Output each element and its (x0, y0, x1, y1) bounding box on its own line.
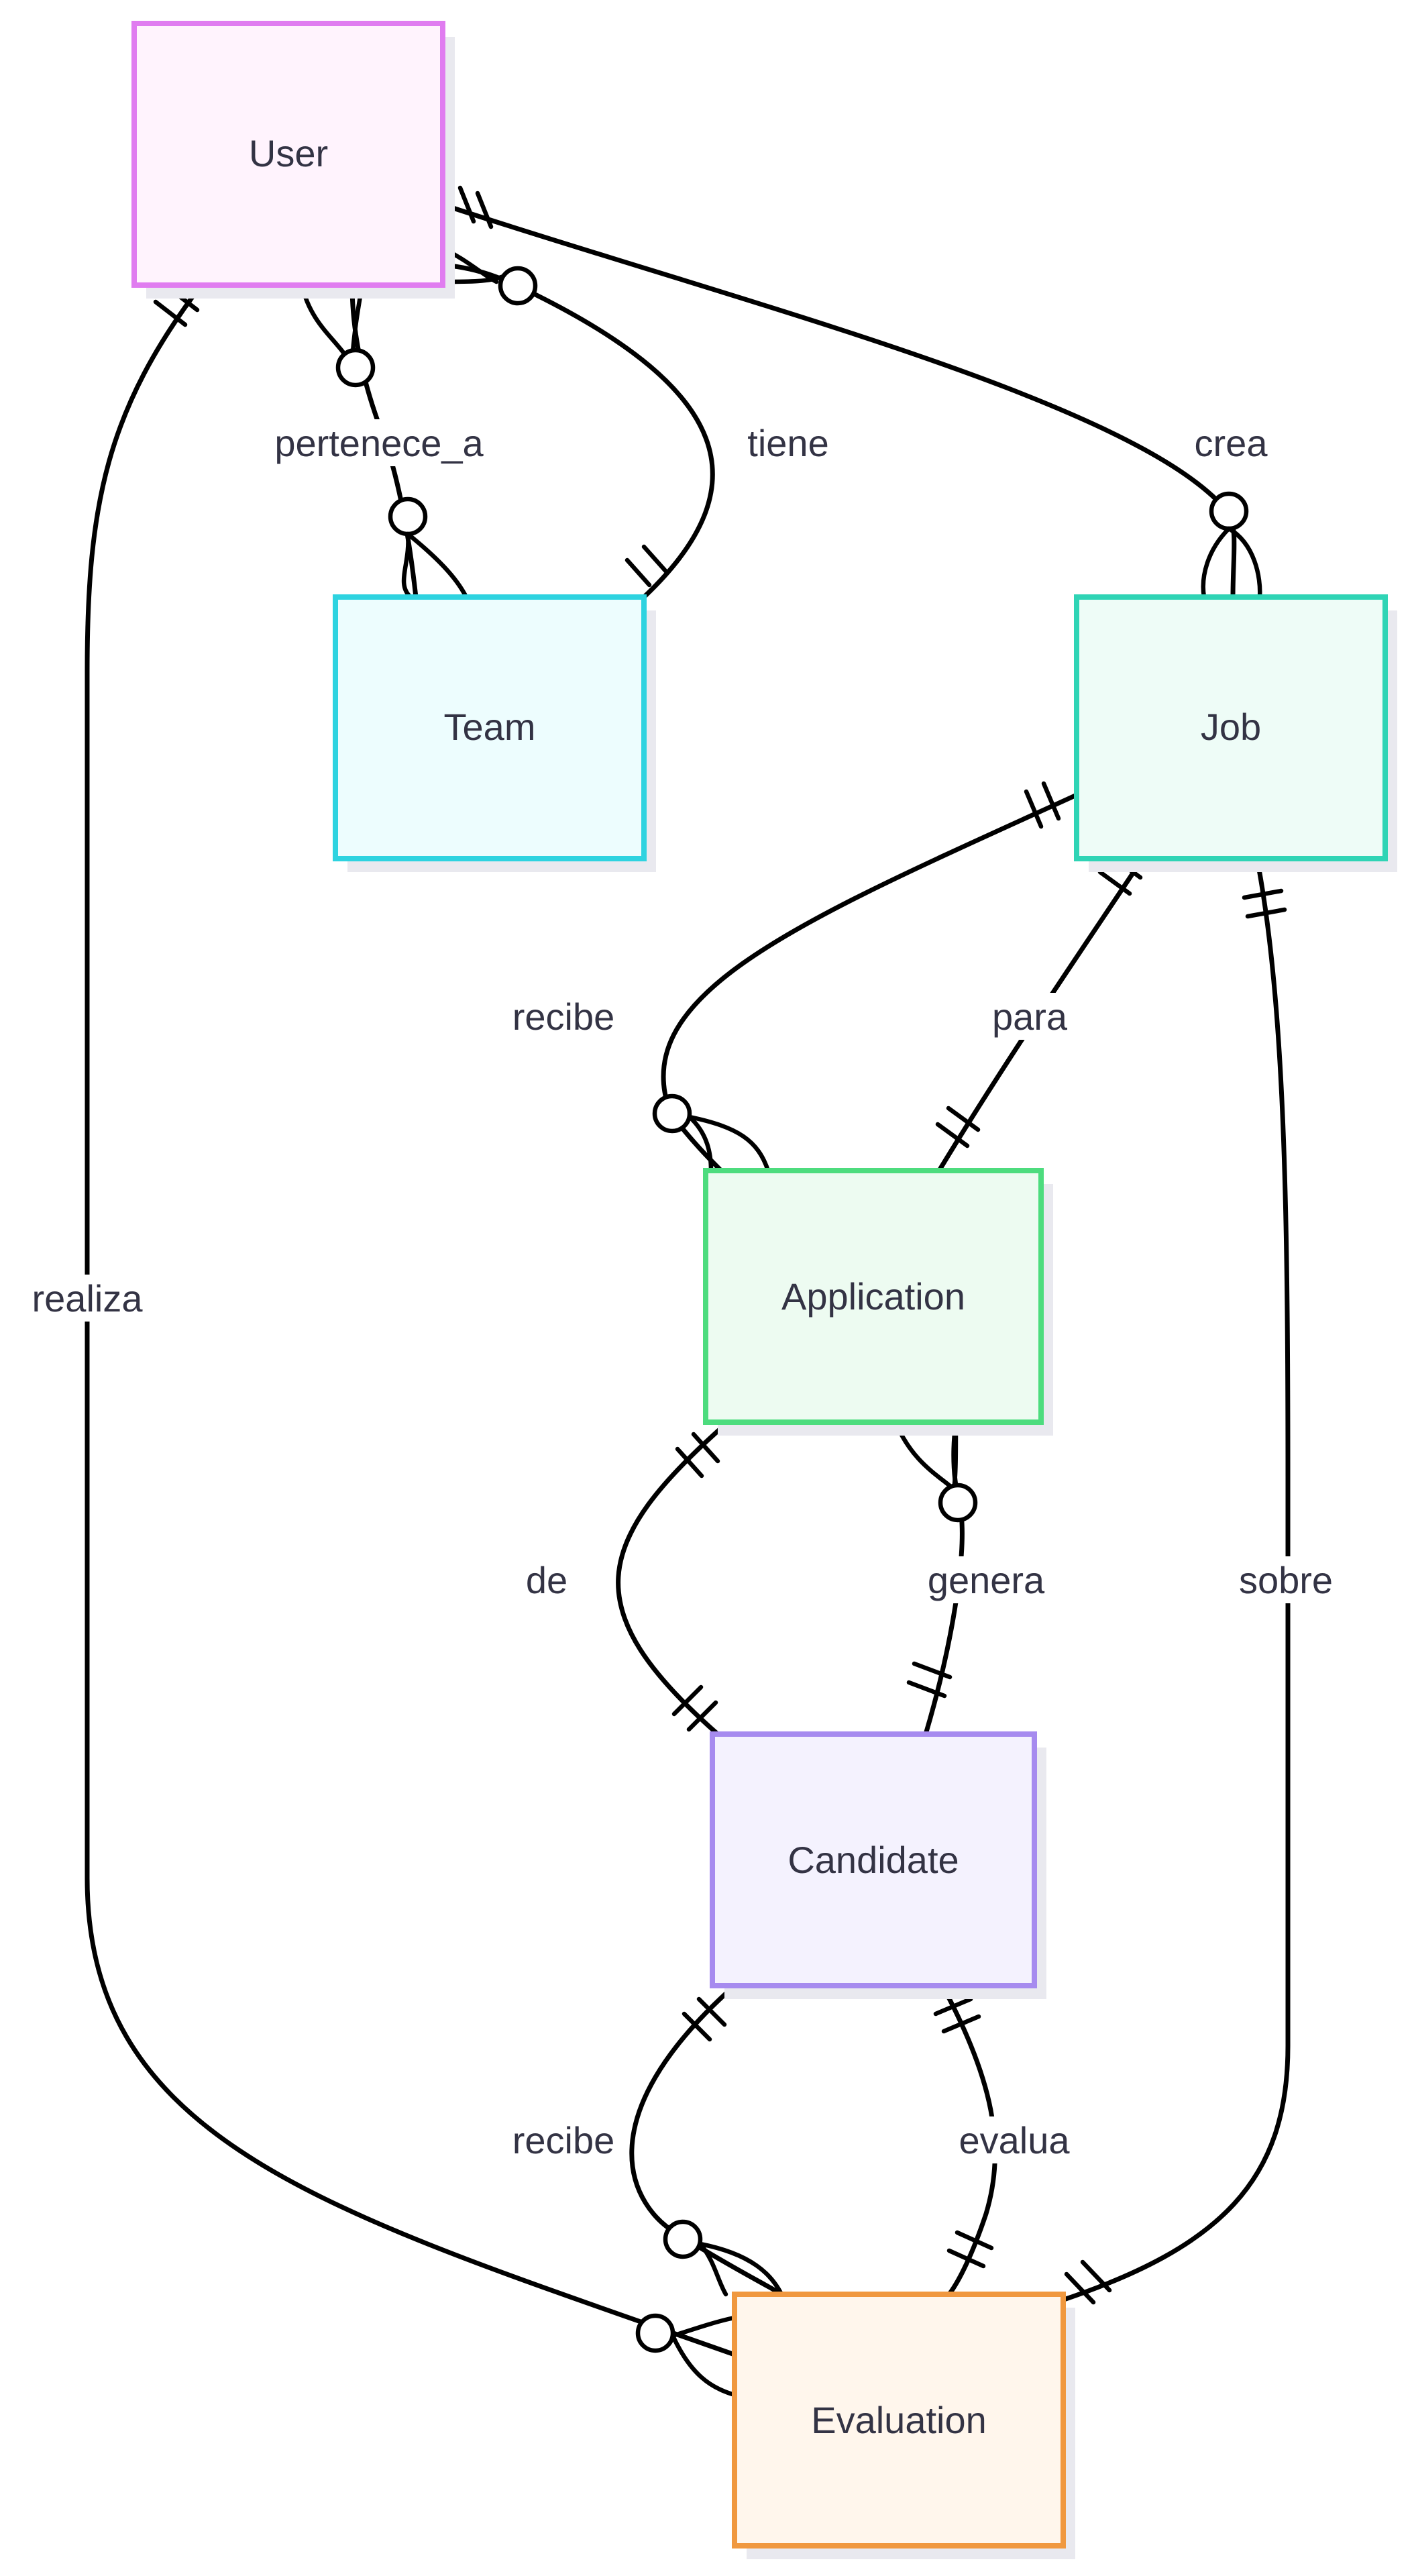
label-genera: genera (928, 1559, 1045, 1601)
edge-sobre (1057, 859, 1291, 2304)
entity-candidate-label: Candidate (788, 1839, 959, 1881)
label-recibe-candidate: recibe (512, 2119, 615, 2161)
marker-many-application-recibe (652, 1093, 771, 1173)
entity-job[interactable]: Job (1074, 594, 1397, 872)
entities: User Team Job Application Candidate (131, 21, 1397, 2559)
label-evalua: evalua (959, 2119, 1070, 2161)
edge-recibe-job (661, 792, 1079, 1173)
marker-many-evaluation-recibe (663, 2219, 784, 2297)
entity-job-label: Job (1201, 706, 1261, 748)
marker-one-job-recibe (1024, 781, 1061, 829)
marker-many-user-pertenece (299, 282, 376, 388)
label-realiza: realiza (32, 1277, 144, 1320)
label-tiene: tiene (747, 422, 828, 464)
entity-application-label: Application (781, 1275, 965, 1318)
entity-team-label: Team (444, 706, 536, 748)
marker-one-job-sobre (1242, 888, 1287, 919)
entity-user-label: User (249, 132, 328, 174)
label-crea: crea (1195, 422, 1268, 464)
marker-many-user-tiene (440, 246, 538, 306)
edge-crea (440, 202, 1237, 600)
label-recibe-job: recibe (512, 996, 615, 1038)
marker-one-candidate-genera (906, 1661, 953, 1699)
entity-evaluation-label: Evaluation (811, 2399, 987, 2441)
cardinality-markers (153, 185, 1287, 2398)
marker-one-candidate-recibe (682, 1996, 727, 2042)
edge-recibe-candidate (629, 1983, 784, 2297)
edge-evalua (940, 1983, 997, 2297)
marker-many-job-crea (1201, 491, 1262, 600)
marker-one-application-de (675, 1432, 720, 1479)
marker-one-candidate-de (671, 1684, 718, 1732)
entity-user[interactable]: User (131, 21, 455, 299)
marker-one-team-tiene (624, 544, 669, 588)
edges (85, 202, 1291, 2357)
label-pertenece-a: pertenece_a (274, 422, 484, 464)
marker-many-evaluation-realiza (635, 2313, 737, 2398)
relationship-labels: pertenece_a tiene crea recibe para reali… (20, 419, 1348, 2163)
entity-application[interactable]: Application (703, 1168, 1053, 1436)
marker-one-evaluation-sobre (1064, 2259, 1112, 2305)
marker-many-team-pertenece (388, 496, 469, 600)
marker-one-candidate-evalua (933, 1996, 981, 2034)
label-de: de (526, 1559, 567, 1601)
entity-team[interactable]: Team (333, 594, 656, 872)
entity-candidate[interactable]: Candidate (710, 1731, 1046, 1999)
edge-de (616, 1419, 730, 1737)
entity-evaluation[interactable]: Evaluation (732, 2292, 1075, 2559)
edge-tiene (440, 262, 715, 600)
label-para: para (992, 996, 1068, 1038)
label-sobre: sobre (1239, 1559, 1333, 1601)
marker-one-evaluation-evalua (946, 2230, 994, 2269)
marker-many-application-genera (893, 1419, 978, 1523)
marker-one-application-para (935, 1106, 981, 1148)
marker-one-user-crea (457, 185, 494, 229)
edge-realiza (85, 282, 737, 2357)
